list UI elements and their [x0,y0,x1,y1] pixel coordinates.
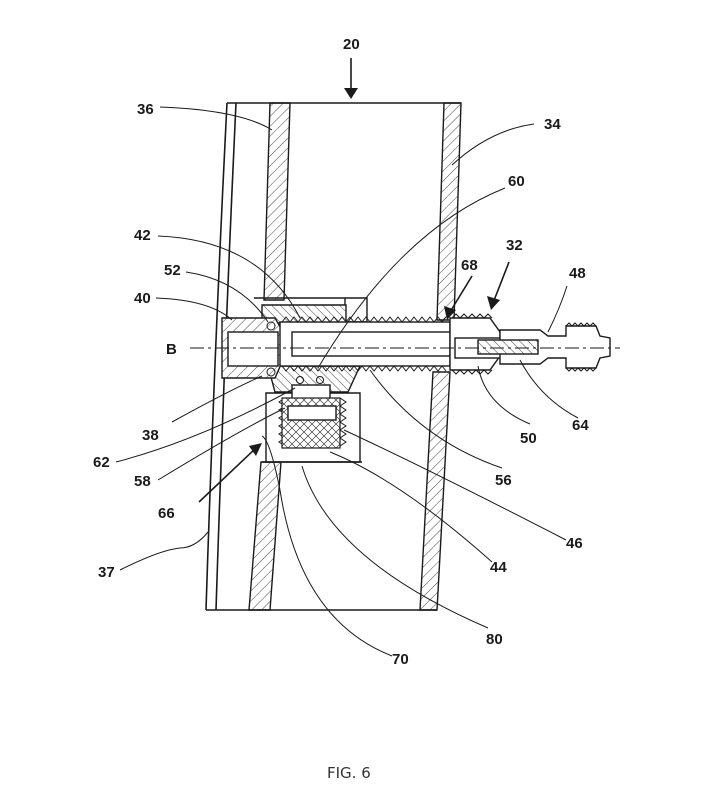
label-40: 40 [134,290,151,307]
leader-lines [115,106,579,657]
label-80: 80 [486,631,503,648]
label-20: 20 [343,36,360,53]
label-52: 52 [164,262,181,279]
axis-b-label: B [166,341,177,358]
label-68: 68 [461,257,478,274]
label-50: 50 [520,430,537,447]
sensor-chamber [262,384,362,463]
reference-labels: 20 36 34 60 42 32 68 52 48 40 38 64 50 6… [93,36,589,668]
label-66: 66 [158,505,175,522]
label-44: 44 [490,559,507,576]
label-48: 48 [569,265,586,282]
pipe-body [205,102,462,611]
label-46: 46 [566,535,583,552]
outlet-fitting [454,322,611,372]
label-38: 38 [142,427,159,444]
label-60: 60 [508,173,525,190]
threaded-tube [279,316,451,372]
label-37: 37 [98,564,115,581]
label-36: 36 [137,101,154,118]
label-58: 58 [134,473,151,490]
label-70: 70 [392,651,409,668]
label-32: 32 [506,237,523,254]
label-64: 64 [572,417,589,434]
label-34: 34 [544,116,561,133]
seal-rings [266,321,324,384]
axis-b: B [166,341,620,358]
figure-caption: FIG. 6 [327,764,371,782]
label-42: 42 [134,227,151,244]
arrows [198,58,510,503]
label-56: 56 [495,472,512,489]
label-62: 62 [93,454,110,471]
